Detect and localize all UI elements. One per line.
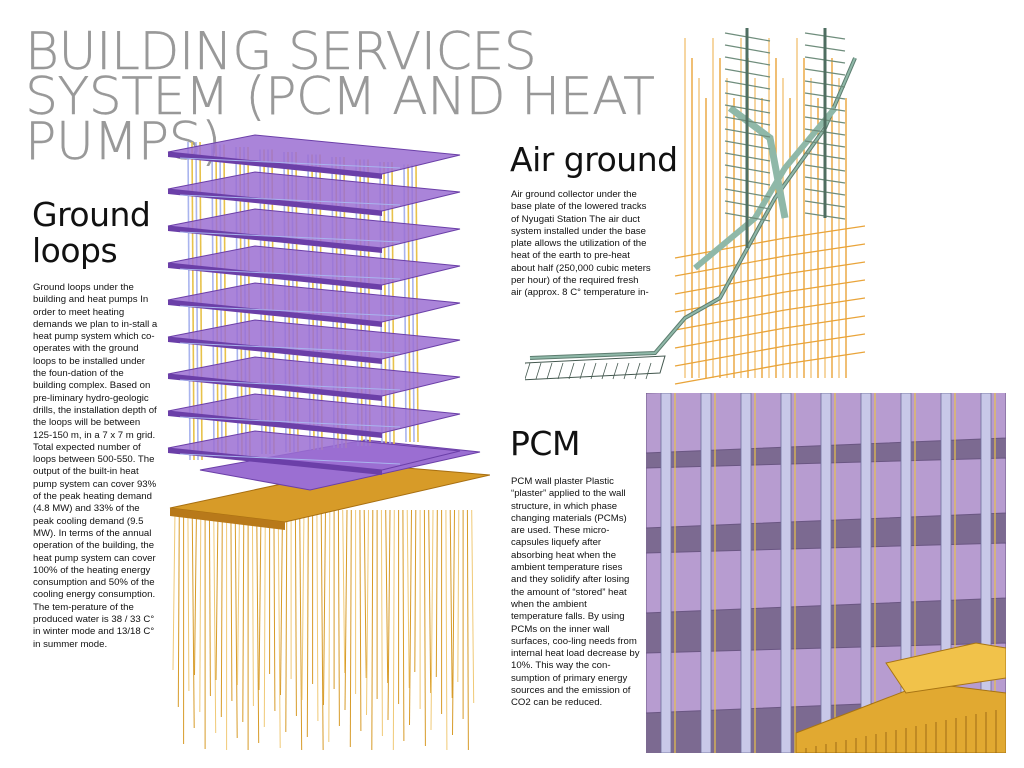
pcm-heading: PCM: [510, 424, 580, 463]
air-ground-illustration: [525, 28, 865, 385]
ground-loops-body: Ground loops under the building and heat…: [33, 282, 158, 650]
air-ground-body: Air ground collector under the base plat…: [511, 189, 651, 299]
air-ground-heading: Air ground: [510, 140, 678, 179]
pcm-illustration: [646, 393, 1006, 753]
page-title: BUILDING SERVICES SYSTEM (PCM AND HEAT P…: [25, 22, 655, 172]
ground-loops-heading: Ground loops: [32, 195, 151, 270]
ground-loops-illustration: [167, 134, 490, 750]
pcm-body: PCM wall plaster Plastic “plaster” appli…: [511, 476, 640, 709]
